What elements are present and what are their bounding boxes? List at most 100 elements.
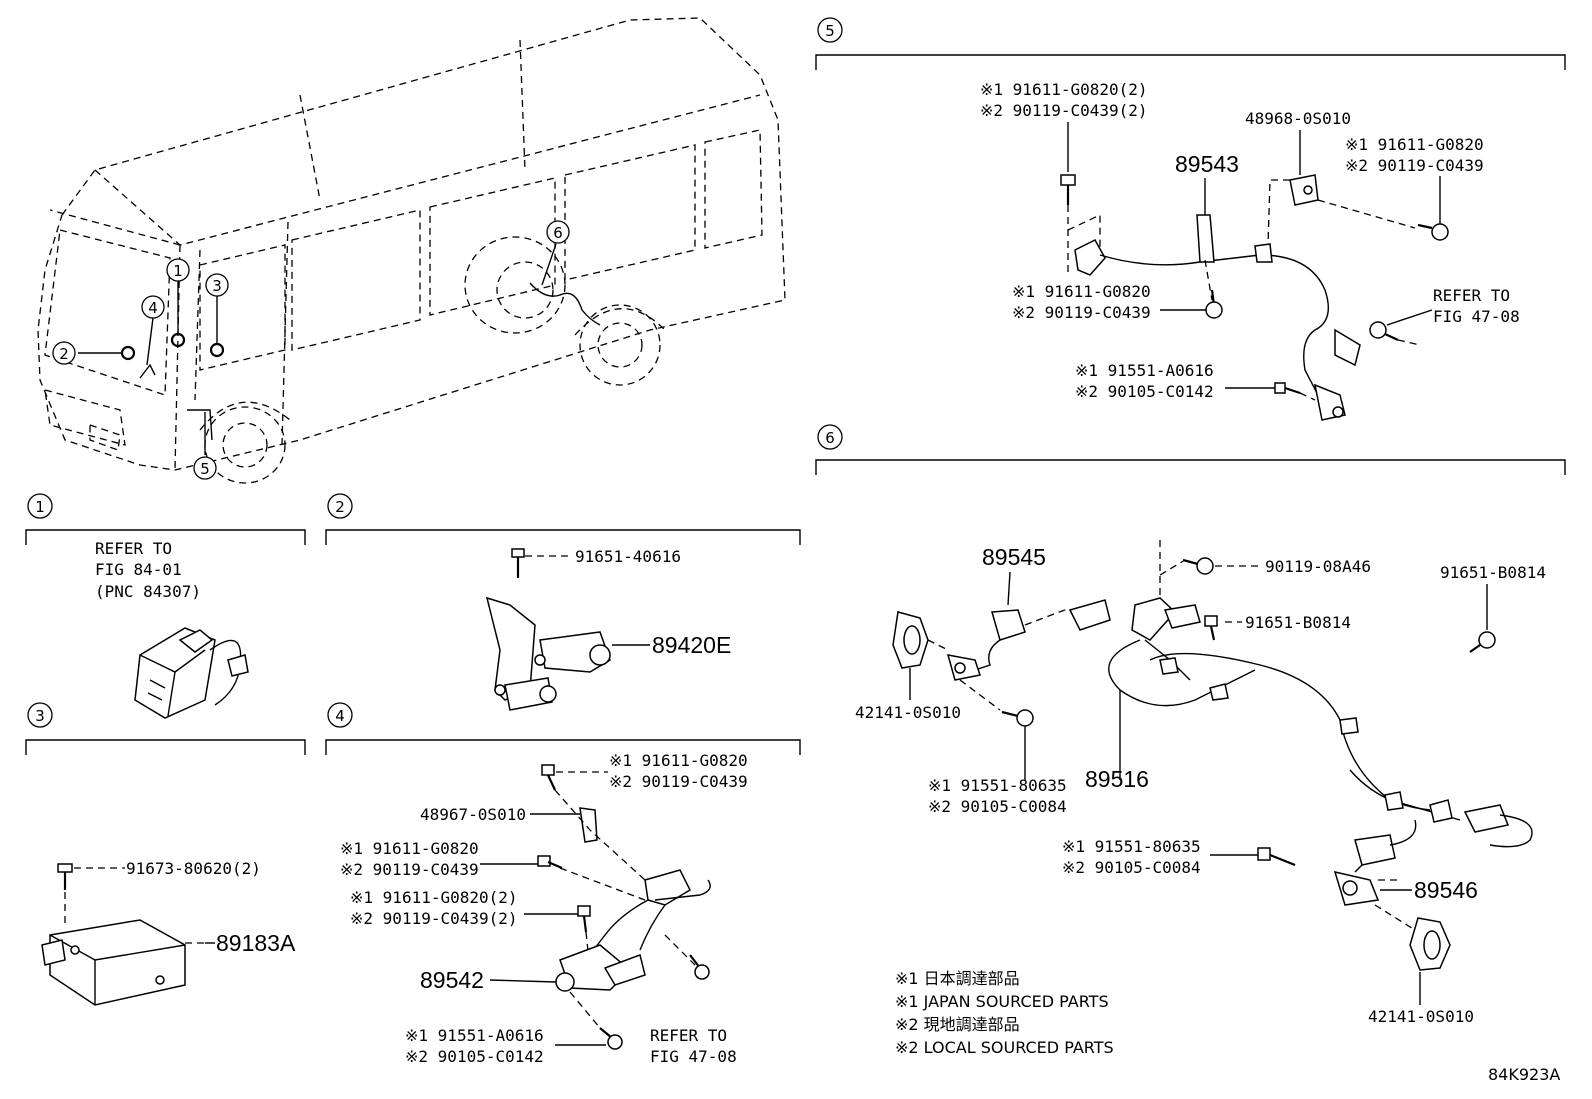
bolt-s5-bl[interactable] bbox=[1274, 382, 1301, 395]
svg-text:5: 5 bbox=[825, 22, 835, 40]
bolt-s6-right[interactable] bbox=[1257, 847, 1296, 867]
bracket-48968[interactable] bbox=[1289, 174, 1319, 206]
section-header-1: 1 bbox=[25, 493, 306, 545]
svg-text:※1 91611-G0820: ※1 91611-G0820 bbox=[1012, 282, 1151, 301]
svg-text:REFER TO: REFER TO bbox=[95, 539, 172, 558]
svg-text:42141-0S010: 42141-0S010 bbox=[1368, 1007, 1474, 1026]
bracket-48967[interactable] bbox=[579, 807, 598, 843]
svg-text:48968-0S010: 48968-0S010 bbox=[1245, 109, 1351, 128]
svg-text:REFER TO: REFER TO bbox=[1433, 286, 1510, 305]
svg-text:3: 3 bbox=[212, 277, 222, 295]
svg-text:※1 91611-G0820: ※1 91611-G0820 bbox=[1345, 135, 1484, 154]
svg-text:91673-80620(2): 91673-80620(2) bbox=[126, 859, 261, 878]
svg-text:※1 91611-G0820(2): ※1 91611-G0820(2) bbox=[350, 888, 518, 907]
svg-text:REFER TO: REFER TO bbox=[650, 1026, 727, 1045]
svg-text:89543: 89543 bbox=[1175, 151, 1239, 177]
svg-text:※2 90105-C0084: ※2 90105-C0084 bbox=[1062, 858, 1201, 877]
callout-4[interactable]: 4 bbox=[141, 295, 165, 319]
sensor-89546[interactable] bbox=[1333, 819, 1417, 906]
svg-text:6: 6 bbox=[825, 429, 835, 447]
callout-2[interactable]: 2 bbox=[52, 341, 76, 365]
svg-text:89183A: 89183A bbox=[216, 930, 296, 956]
svg-text:89545: 89545 bbox=[982, 544, 1046, 570]
svg-text:※2 90105-C0142: ※2 90105-C0142 bbox=[1075, 382, 1214, 401]
svg-text:6: 6 bbox=[553, 224, 563, 242]
legend: ※1 日本調達部品 ※1 JAPAN SOURCED PARTS ※2 現地調達… bbox=[895, 969, 1114, 1057]
svg-text:90119-08A46: 90119-08A46 bbox=[1265, 557, 1371, 576]
svg-text:1: 1 bbox=[173, 262, 183, 280]
svg-text:91651-B0814: 91651-B0814 bbox=[1440, 563, 1546, 582]
bolt-s6-mid[interactable] bbox=[1204, 615, 1218, 641]
svg-text:91651-40616: 91651-40616 bbox=[575, 547, 681, 566]
svg-text:※1 91551-80635: ※1 91551-80635 bbox=[928, 776, 1067, 795]
svg-text:※2 90119-C0439: ※2 90119-C0439 bbox=[609, 772, 748, 791]
section-2: 91651-40616 89420E bbox=[485, 547, 731, 711]
harness-89516[interactable] bbox=[1068, 597, 1533, 848]
callout-1[interactable]: 1 bbox=[166, 258, 190, 282]
section-1: REFER TO FIG 84-01 (PNC 84307) bbox=[95, 539, 249, 719]
svg-text:48967-0S010: 48967-0S010 bbox=[420, 805, 526, 824]
bolt-s4-right[interactable] bbox=[689, 954, 710, 980]
sensor-89545[interactable] bbox=[946, 609, 1026, 681]
bolt-s6-top[interactable] bbox=[1182, 557, 1214, 575]
callout-5[interactable]: 5 bbox=[193, 456, 217, 480]
svg-text:※2 90119-C0439: ※2 90119-C0439 bbox=[1012, 303, 1151, 322]
yaw-rate-sensor-bracket[interactable] bbox=[485, 596, 611, 711]
svg-text:※1 91611-G0820: ※1 91611-G0820 bbox=[340, 839, 479, 858]
section-3: 91673-80620(2) 89183A bbox=[41, 859, 296, 1006]
svg-text:5: 5 bbox=[200, 460, 210, 478]
svg-text:FIG 47-08: FIG 47-08 bbox=[1433, 307, 1520, 326]
ring-42141-left[interactable] bbox=[892, 611, 929, 669]
svg-text:89546: 89546 bbox=[1414, 877, 1478, 903]
abs-sensor-89543[interactable] bbox=[1074, 214, 1361, 421]
svg-text:FIG 47-08: FIG 47-08 bbox=[650, 1047, 737, 1066]
ring-42141-right[interactable] bbox=[1409, 917, 1451, 971]
svg-text:※2 90105-C0142: ※2 90105-C0142 bbox=[405, 1047, 544, 1066]
bolt-s6-tr[interactable] bbox=[1469, 631, 1496, 653]
svg-text:4: 4 bbox=[148, 299, 158, 317]
svg-text:1: 1 bbox=[35, 498, 45, 516]
svg-text:※1 日本調達部品: ※1 日本調達部品 bbox=[895, 969, 1020, 988]
svg-text:※1 91551-A0616: ※1 91551-A0616 bbox=[1075, 361, 1214, 380]
section-5: ※1 91611-G0820(2) ※2 90119-C0439(2) 8954… bbox=[980, 80, 1520, 421]
section-header-5: 5 bbox=[815, 17, 1566, 70]
harness-89542[interactable] bbox=[555, 869, 711, 992]
section-4: ※1 91611-G0820 ※2 90119-C0439 48967-0S01… bbox=[340, 751, 748, 1066]
svg-text:89542: 89542 bbox=[420, 967, 484, 993]
svg-text:3: 3 bbox=[35, 707, 45, 725]
svg-text:※2 90119-C0439(2): ※2 90119-C0439(2) bbox=[350, 909, 518, 928]
bolt-s5-tl[interactable] bbox=[1060, 174, 1076, 205]
vehicle-overview: 1 2 3 4 5 6 bbox=[37, 17, 786, 484]
svg-text:4: 4 bbox=[335, 707, 345, 725]
svg-text:89420E: 89420E bbox=[652, 632, 731, 658]
bolt-s5-tr[interactable] bbox=[1417, 223, 1449, 241]
svg-text:2: 2 bbox=[335, 498, 345, 516]
svg-text:FIG 84-01: FIG 84-01 bbox=[95, 560, 182, 579]
svg-text:※1 91611-G0820: ※1 91611-G0820 bbox=[609, 751, 748, 770]
bolt-s5-refer[interactable] bbox=[1369, 321, 1399, 341]
section-header-2: 2 bbox=[325, 493, 801, 545]
svg-text:42141-0S010: 42141-0S010 bbox=[855, 703, 961, 722]
bolt-s6-left[interactable] bbox=[1001, 709, 1034, 727]
bolt-91651-40616[interactable] bbox=[511, 548, 525, 578]
switch-assembly-part[interactable] bbox=[134, 627, 249, 719]
svg-text:91651-B0814: 91651-B0814 bbox=[1245, 613, 1351, 632]
svg-text:89516: 89516 bbox=[1085, 766, 1149, 792]
svg-text:※2 90105-C0084: ※2 90105-C0084 bbox=[928, 797, 1067, 816]
svg-text:(PNC 84307): (PNC 84307) bbox=[95, 582, 201, 601]
callout-3[interactable]: 3 bbox=[205, 273, 229, 297]
svg-text:※1 JAPAN SOURCED PARTS: ※1 JAPAN SOURCED PARTS bbox=[895, 992, 1109, 1011]
bolt-s4-top[interactable] bbox=[541, 764, 556, 791]
section-header-3: 3 bbox=[25, 702, 306, 755]
bolt-s4-bottom[interactable] bbox=[599, 1027, 623, 1050]
airbag-sensor-module[interactable] bbox=[41, 919, 186, 1006]
bolt-s4-mid[interactable] bbox=[537, 855, 563, 870]
svg-text:※2 90119-C0439: ※2 90119-C0439 bbox=[340, 860, 479, 879]
svg-text:※1 91611-G0820(2): ※1 91611-G0820(2) bbox=[980, 80, 1148, 99]
bolt-s5-ml[interactable] bbox=[1205, 289, 1223, 319]
callout-6[interactable]: 6 bbox=[546, 220, 570, 244]
svg-text:※1 91551-A0616: ※1 91551-A0616 bbox=[405, 1026, 544, 1045]
bolt-s4-low[interactable] bbox=[577, 905, 591, 933]
bolt-91673-80620[interactable] bbox=[57, 863, 73, 890]
